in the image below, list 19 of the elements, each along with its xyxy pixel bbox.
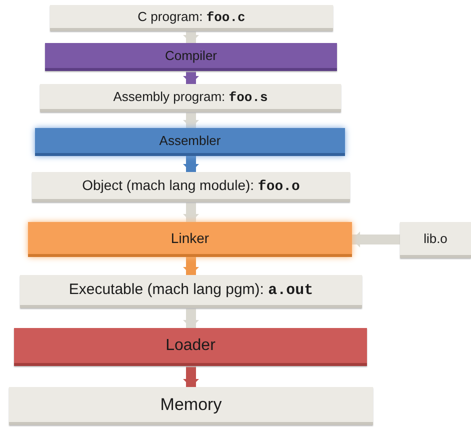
process-box: Memory	[9, 387, 373, 425]
process-box: Object (mach lang module): foo.o	[32, 172, 350, 202]
process-box: Assembler	[35, 128, 345, 156]
process-box: Executable (mach lang pgm): a.out	[20, 275, 362, 308]
block-arrow	[183, 156, 199, 172]
block-arrow	[183, 202, 199, 222]
block-arrow	[352, 232, 400, 248]
process-box: Compiler	[45, 43, 337, 71]
process-box: Assembly program: foo.s	[40, 84, 341, 112]
block-arrow	[183, 366, 199, 387]
block-arrow	[183, 71, 199, 84]
block-arrow	[183, 257, 199, 275]
block-arrow	[183, 308, 199, 328]
process-box: lib.o	[400, 222, 471, 258]
block-arrow	[183, 31, 199, 43]
block-arrow	[183, 112, 199, 128]
process-box: C program: foo.c	[50, 5, 333, 31]
process-box: Loader	[14, 328, 367, 366]
process-box: Linker	[28, 222, 352, 257]
